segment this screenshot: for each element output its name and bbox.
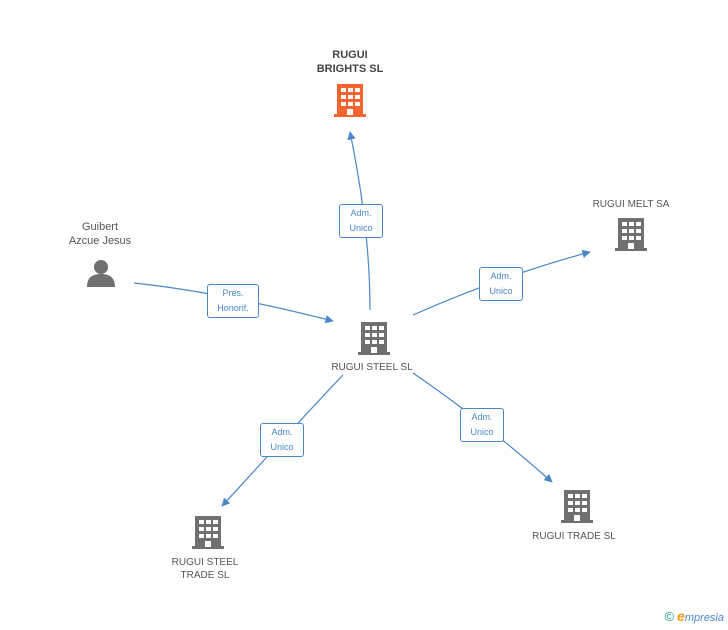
building-icon-rugui-steel-trade[interactable] <box>192 516 224 549</box>
edge-label-guibert-to-steel: Pres. Honorif. <box>207 284 259 318</box>
empresia-logo[interactable]: empresia <box>677 608 724 624</box>
building-icon-rugui-melt[interactable] <box>615 218 647 251</box>
empresia-logo-initial: e <box>677 608 685 624</box>
copyright-icon: © <box>664 608 675 624</box>
edge-label-to-trade: Adm. Unico <box>460 408 504 442</box>
building-icon-rugui-brights[interactable] <box>334 84 366 117</box>
node-label-rugui-brights[interactable]: RUGUI BRIGHTS SL <box>316 49 384 75</box>
node-label-rugui-steel[interactable]: RUGUI STEEL SL <box>331 362 413 373</box>
edge-label-to-steel-trade: Adm. Unico <box>260 423 304 457</box>
node-label-rugui-trade[interactable]: RUGUI TRADE SL <box>532 531 616 542</box>
node-label-rugui-steel-trade[interactable]: RUGUI STEEL TRADE SL <box>171 557 239 581</box>
person-icon-guibert[interactable] <box>87 260 115 287</box>
node-label-guibert[interactable]: Guibert Azcue Jesus <box>68 221 132 247</box>
building-icon-rugui-trade[interactable] <box>561 490 593 523</box>
edge-label-to-brights: Adm. Unico <box>339 204 383 238</box>
building-icon-rugui-steel[interactable] <box>358 322 390 355</box>
empresia-footer: © empresia <box>664 608 724 624</box>
edge-label-to-melt: Adm. Unico <box>479 267 523 301</box>
node-label-rugui-melt[interactable]: RUGUI MELT SA <box>592 199 670 210</box>
empresia-logo-text: mpresia <box>684 612 724 624</box>
